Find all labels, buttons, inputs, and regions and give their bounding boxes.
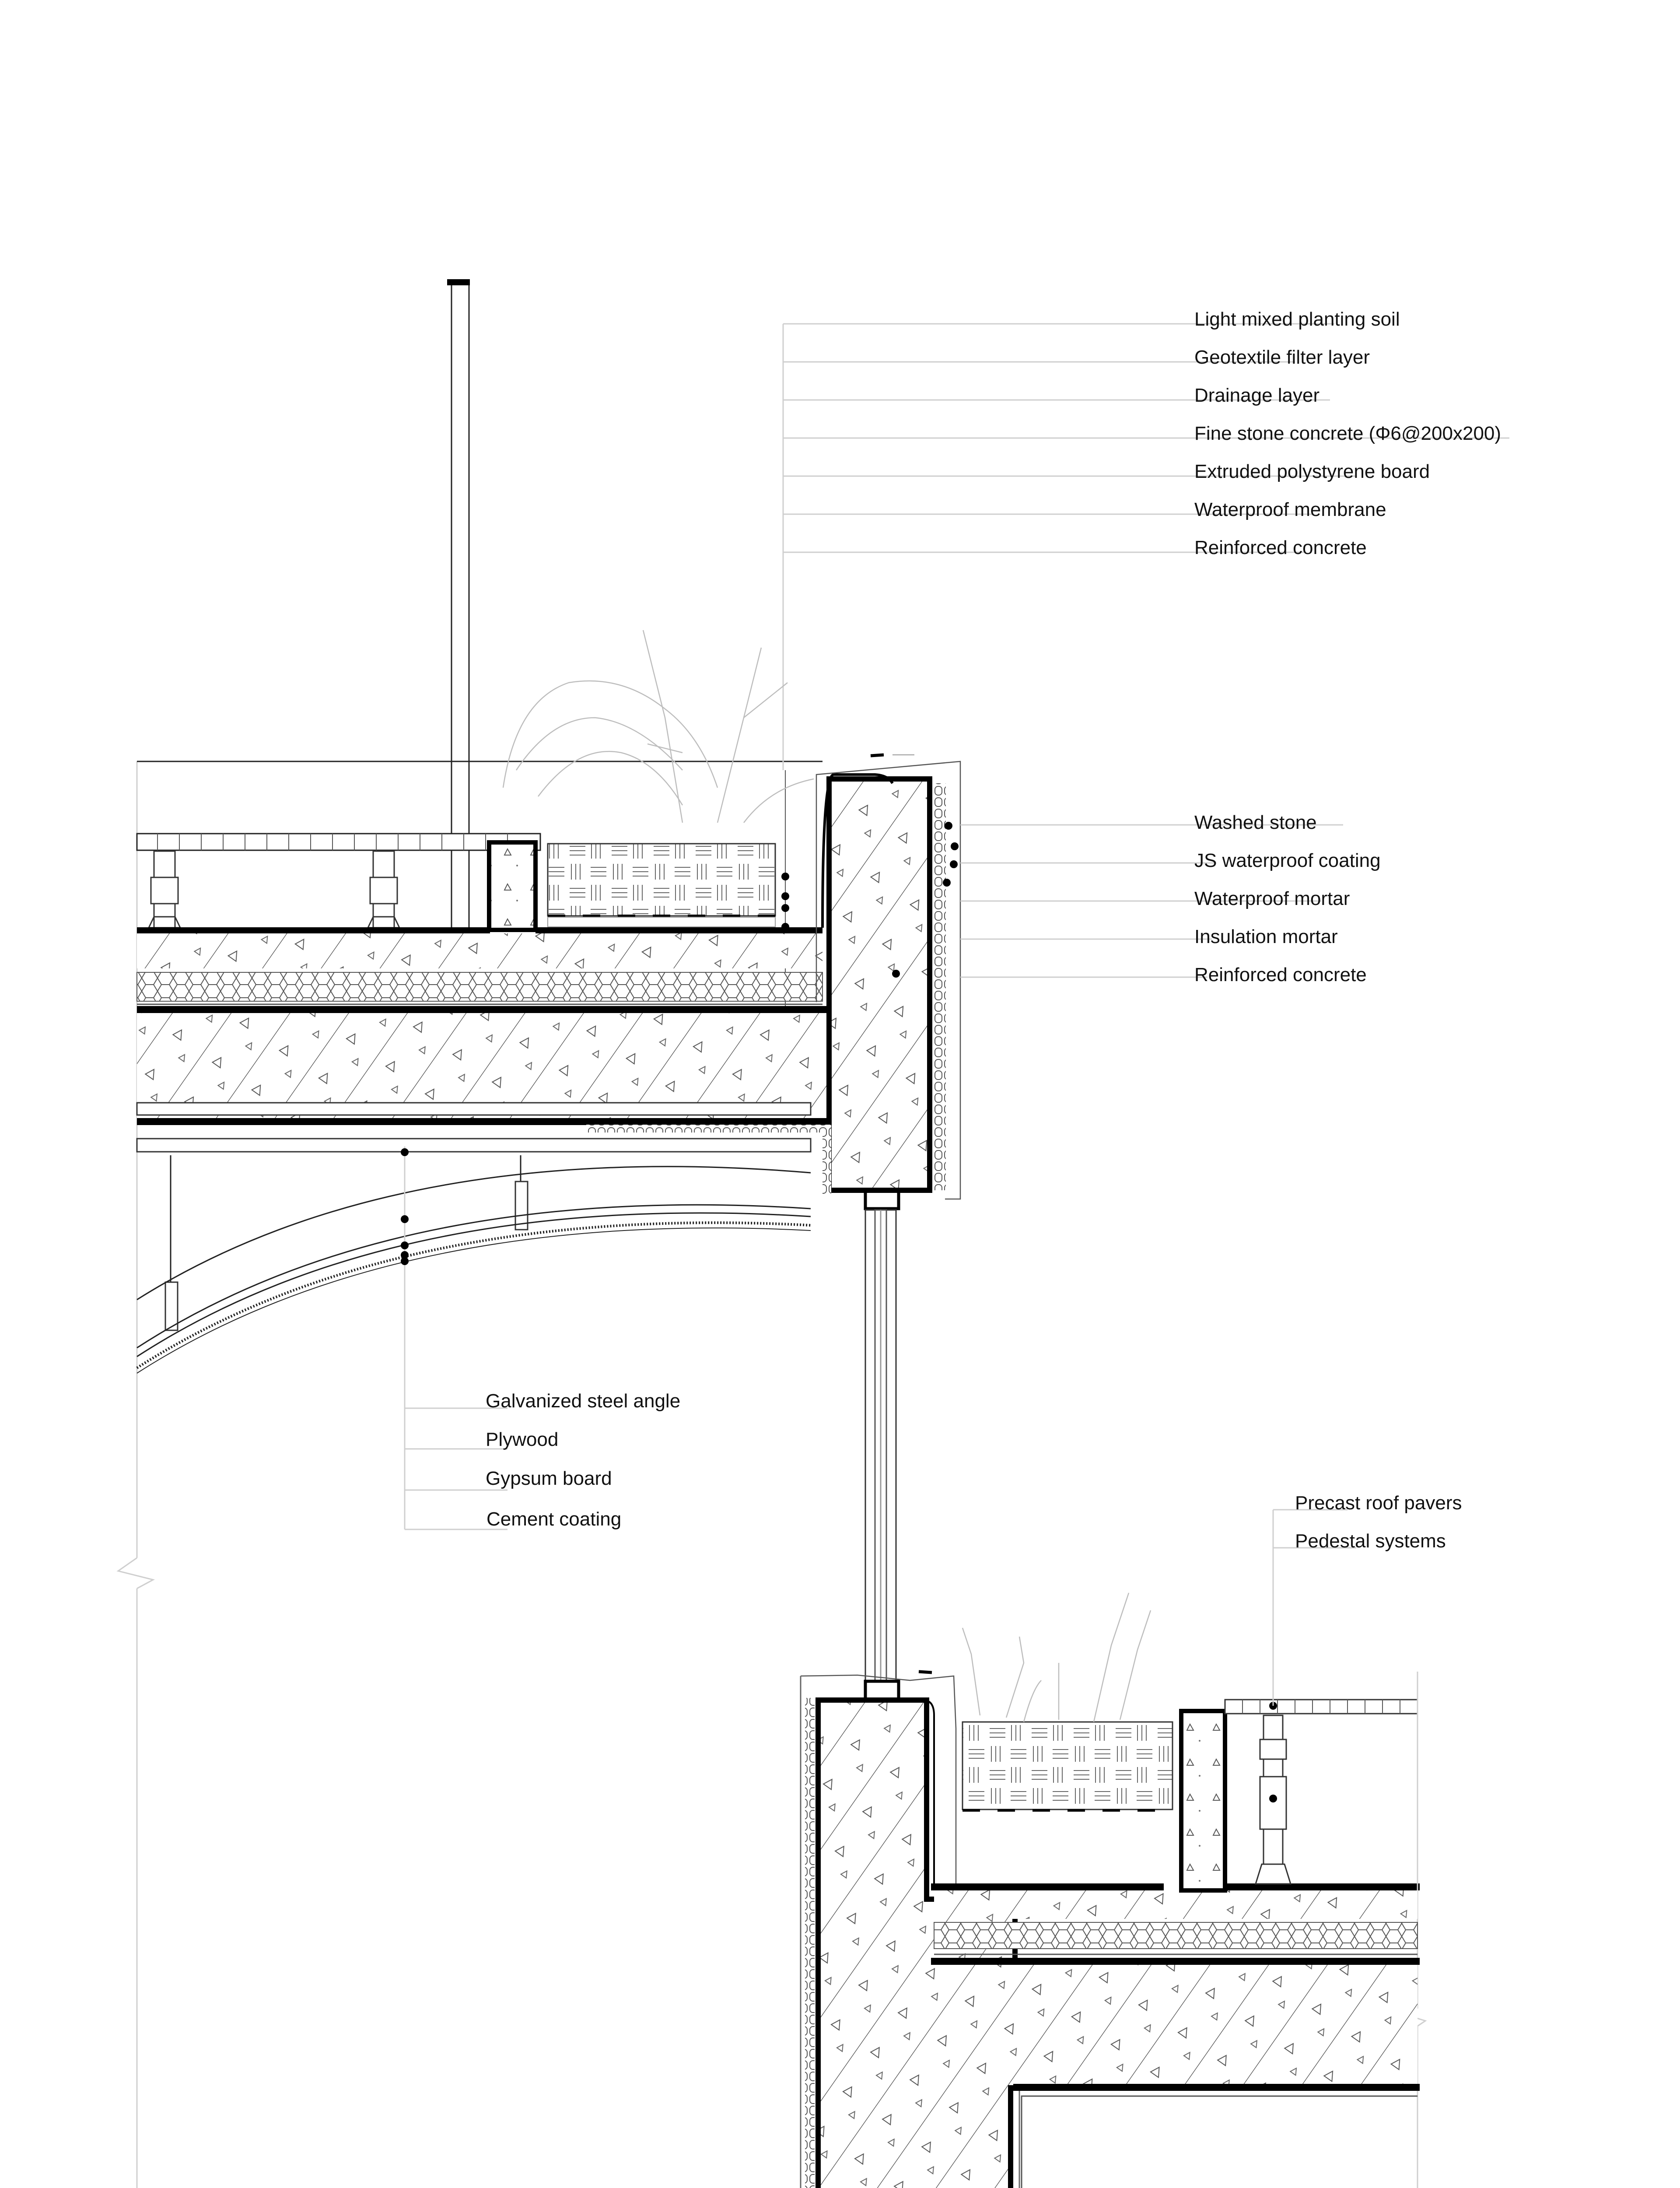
- label-js-coating: JS waterproof coating: [1194, 850, 1381, 871]
- planter-curb-upper: [487, 840, 538, 932]
- upper-roof-layers: [136, 927, 829, 1013]
- upper-leader-group: [781, 323, 1509, 1028]
- label-precast-pavers: Precast roof pavers: [1295, 1492, 1462, 1514]
- terrace-leader-group: [1272, 1509, 1418, 1890]
- suspended-ceiling: [136, 1102, 812, 1374]
- label-drainage-layer: Drainage layer: [1194, 385, 1320, 406]
- pedestal-upper-2: [367, 850, 401, 929]
- label-reinforced-concrete-roof: Reinforced concrete: [1194, 537, 1367, 558]
- label-gypsum-board: Gypsum board: [486, 1468, 612, 1489]
- window-frame: [864, 1191, 932, 1698]
- label-pedestal-systems: Pedestal systems: [1295, 1530, 1446, 1552]
- planter-soil-upper: [547, 843, 776, 927]
- label-washed-stone: Washed stone: [1194, 812, 1317, 833]
- label-plywood: Plywood: [486, 1429, 559, 1450]
- label-reinforced-concrete-wall: Reinforced concrete: [1194, 964, 1367, 985]
- parapet-leader-group: [960, 824, 1343, 978]
- label-insulation-mortar: Insulation mortar: [1194, 926, 1338, 947]
- label-cement-coating: Cement coating: [486, 1508, 622, 1530]
- planting-sketch-upper: [502, 630, 814, 823]
- upper-terrace-pavers: [136, 833, 541, 851]
- upper-slab-concrete: [137, 1013, 828, 1118]
- ceiling-leader-group: [401, 1147, 508, 1530]
- label-planting-soil: Light mixed planting soil: [1194, 309, 1400, 330]
- label-waterproof-mortar: Waterproof mortar: [1194, 888, 1350, 909]
- pedestal-lower: [1254, 1702, 1292, 1885]
- planter-curb-lower: [1179, 1709, 1227, 1893]
- planter-soil-lower: [962, 1721, 1173, 1812]
- parapet-wall-upper: [816, 753, 961, 1200]
- planting-sketch-lower: [962, 1592, 1152, 1722]
- lower-roof-layers: [931, 1883, 1420, 2188]
- label-galvanized-angle: Galvanized steel angle: [486, 1390, 681, 1412]
- pedestal-upper-1: [147, 850, 182, 929]
- upper-slab-insulation: [586, 1125, 822, 1133]
- label-geotextile: Geotextile filter layer: [1194, 347, 1370, 368]
- lower-terrace-pavers: [1224, 1699, 1418, 1715]
- label-waterproof-membrane: Waterproof membrane: [1194, 499, 1386, 520]
- label-xps-board: Extruded polystyrene board: [1194, 461, 1430, 482]
- label-fine-stone-concrete: Fine stone concrete (Φ6@200x200): [1194, 423, 1502, 444]
